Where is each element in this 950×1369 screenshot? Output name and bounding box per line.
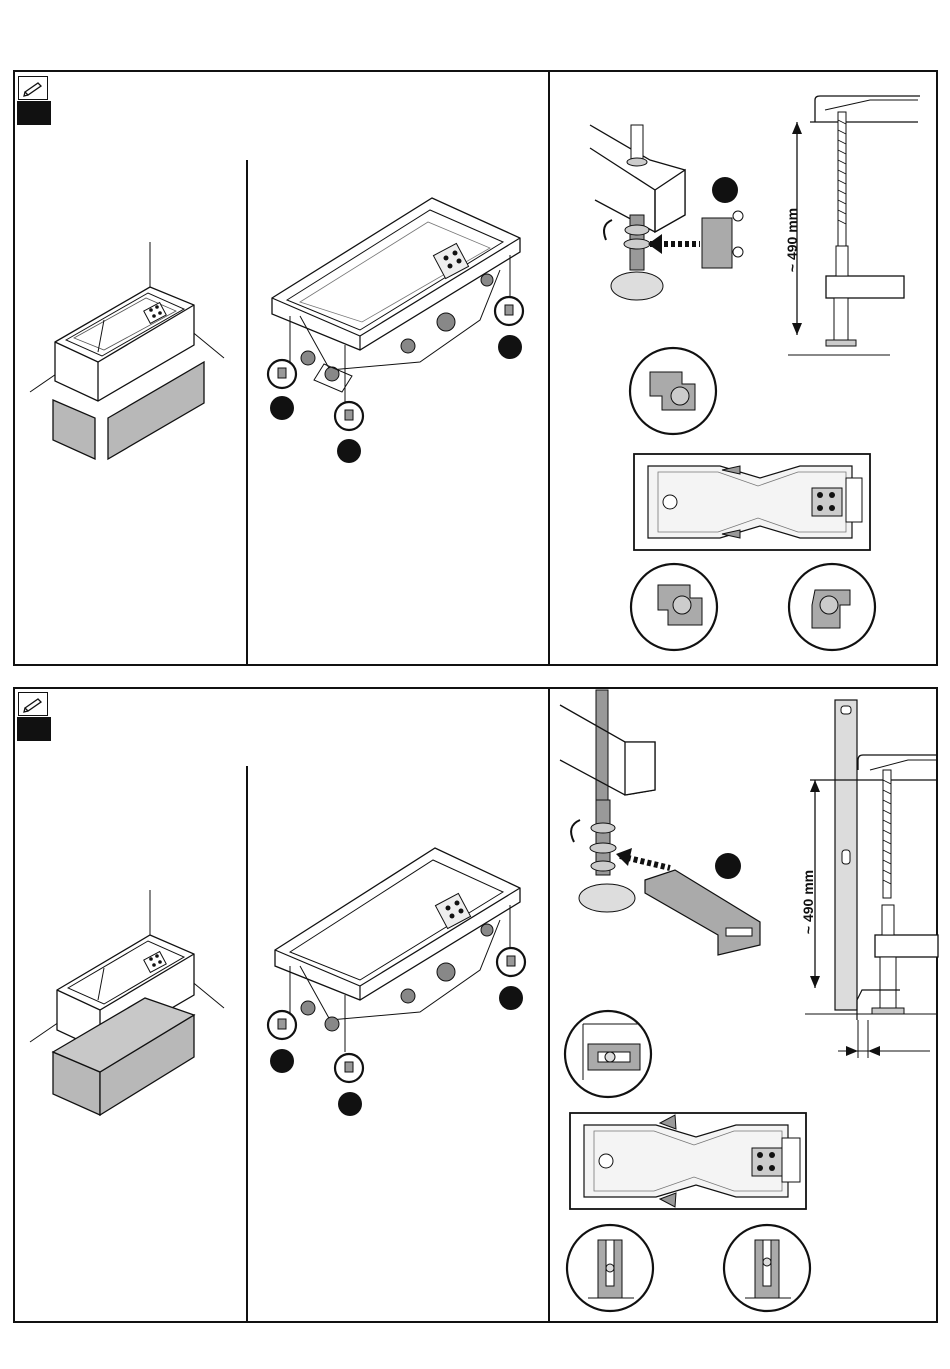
black-section-tab-2 <box>17 717 51 741</box>
tub-top-view <box>634 454 870 550</box>
pencil-note-icon-2 <box>18 692 48 716</box>
bathtub-feet-illustration <box>268 198 523 463</box>
clamp-position-detail-right <box>789 564 875 650</box>
height-dimension-drawing: ~ 490 mm <box>784 96 920 355</box>
clamp-position-detail-top <box>630 348 716 434</box>
bathtub-with-panels-illustration <box>30 242 224 459</box>
height-dimension-label: ~ 490 mm <box>784 208 800 272</box>
bottom-section-frame <box>13 687 938 1323</box>
clamp-position-detail-left <box>631 564 717 650</box>
foot-clamp-detail <box>590 125 743 300</box>
